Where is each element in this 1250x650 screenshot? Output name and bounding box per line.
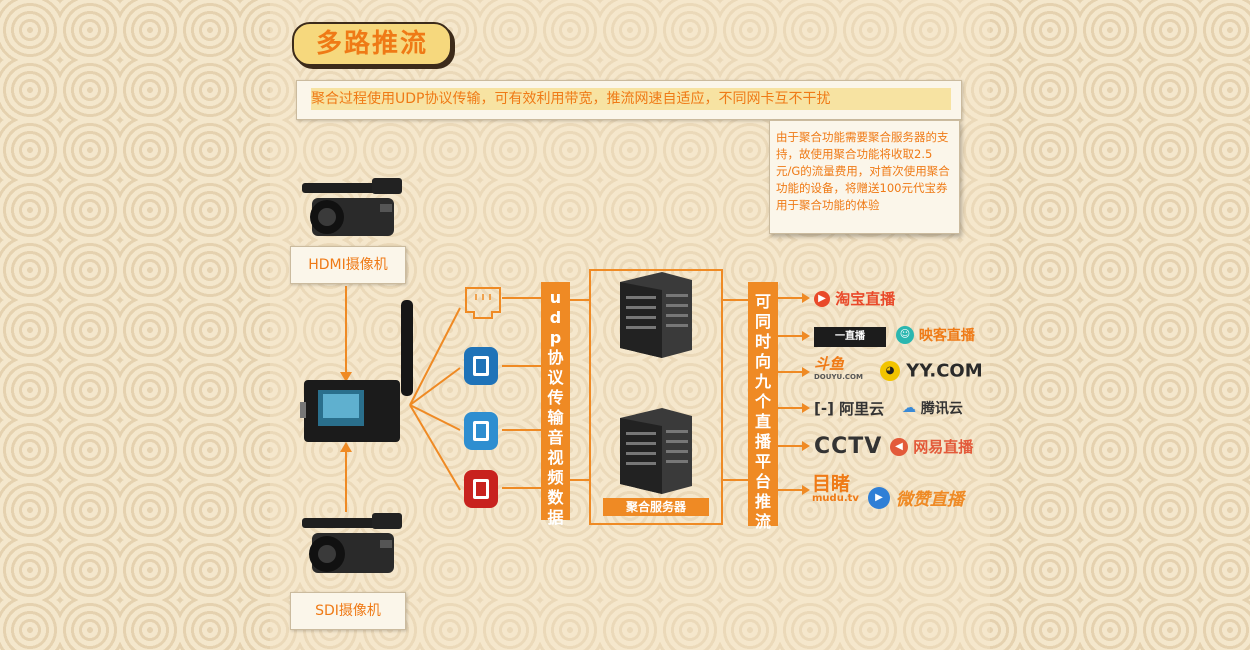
mudu-logo: 目睹 mudu.tv [812,475,859,505]
weizan-label: 微赞直播 [895,490,964,510]
fee-note: 由于聚合功能需要聚合服务器的支持，故使用聚合功能将收取2.5元/G的流量费用，对… [769,120,960,234]
udp-bar-char: d [549,308,562,327]
udp-bar-char: u [549,288,562,307]
push-bar-char: 台 [754,472,771,491]
taobao-icon: ▶ [814,290,830,307]
weizan-icon: ▶ [868,486,890,509]
ethernet-port-icon [465,287,501,319]
udp-bar-char: 数 [547,488,564,507]
cctv-logo: CCTV [814,434,883,459]
push-stream-bar: 可 同 时 向 九 个 直 播 平 台 推 流 [748,282,778,531]
push-bar-char: 平 [754,452,771,471]
tencent-cloud-icon: ☁ [902,400,916,416]
server-icon-1 [620,272,692,358]
taobao-live-logo: ▶ 淘宝直播 [814,288,895,309]
aliyun-label: 阿里云 [839,400,885,418]
udp-bar-char: p [549,328,562,347]
sim-card-icon-1 [464,347,498,385]
push-bar-char: 同 [754,312,771,331]
push-bar-char: 流 [754,512,771,531]
netease-label: 网易直播 [913,438,974,456]
hdmi-camera-icon [302,178,402,236]
info-banner: 聚合过程使用UDP协议传输，可有效利用带宽，推流网速自适应，不同网卡互不干扰 [296,80,962,120]
netease-icon: ◀ [890,437,908,456]
sdi-camera-icon [302,513,402,573]
tencent-cloud-logo: ☁ 腾讯云 [902,398,963,418]
mudu-sub-label: mudu.tv [812,493,859,504]
udp-transport-bar: u d p 协 议 传 输 音 视 频 数 据 [541,282,570,527]
push-bar-char: 推 [754,492,771,511]
douyu-label: 斗鱼 [814,355,845,373]
douyu-sub-label: DOUYU.COM [814,373,863,381]
page-title: 多路推流 [292,22,452,66]
push-bar-char: 直 [754,412,771,431]
yizhibo-logo: 一直播 [814,326,886,347]
udp-bar-char: 频 [547,468,564,487]
mudu-label: 目睹 [812,473,851,495]
hdmi-camera-label: HDMI摄像机 [290,246,406,284]
yy-label: YY.COM [906,360,983,382]
douyu-logo: 斗鱼 DOUYU.COM [814,355,863,384]
yizhibo-label: 一直播 [814,326,886,347]
udp-bar-char: 传 [547,388,564,407]
aliyun-logo: [-] 阿里云 [814,398,884,419]
sim-card-icon-3 [464,470,498,508]
udp-bar-char: 议 [547,368,564,387]
taobao-label: 淘宝直播 [835,290,896,308]
aliyun-icon: [-] [814,399,834,418]
netease-live-logo: ◀ 网易直播 [890,436,973,457]
yingke-live-logo: ☺ 映客直播 [896,325,975,345]
push-bar-char: 可 [754,292,771,311]
yy-logo: ◕ YY.COM [880,360,983,382]
udp-bar-char: 据 [547,508,564,527]
server-icon-2 [620,408,692,494]
banner-text: 聚合过程使用UDP协议传输，可有效利用带宽，推流网速自适应，不同网卡互不干扰 [311,88,951,110]
udp-bar-char: 协 [547,348,564,367]
tencent-label: 腾讯云 [920,401,963,417]
push-bar-char: 个 [754,392,771,411]
udp-bar-char: 视 [547,448,564,467]
sim-card-icon-2 [464,412,498,450]
udp-bar-char: 音 [547,428,564,447]
yy-icon: ◕ [880,361,900,381]
yingke-icon: ☺ [896,326,914,344]
push-bar-char: 九 [754,372,771,391]
weizan-live-logo: ▶ 微赞直播 [868,485,964,510]
push-bar-char: 向 [754,352,771,371]
aggregation-server-label: 聚合服务器 [603,498,709,516]
yingke-label: 映客直播 [918,328,975,344]
push-bar-char: 时 [754,332,771,351]
push-bar-char: 播 [754,432,771,451]
sdi-camera-label: SDI摄像机 [290,592,406,630]
udp-bar-char: 输 [547,408,564,427]
encoder-device-icon [300,300,413,442]
